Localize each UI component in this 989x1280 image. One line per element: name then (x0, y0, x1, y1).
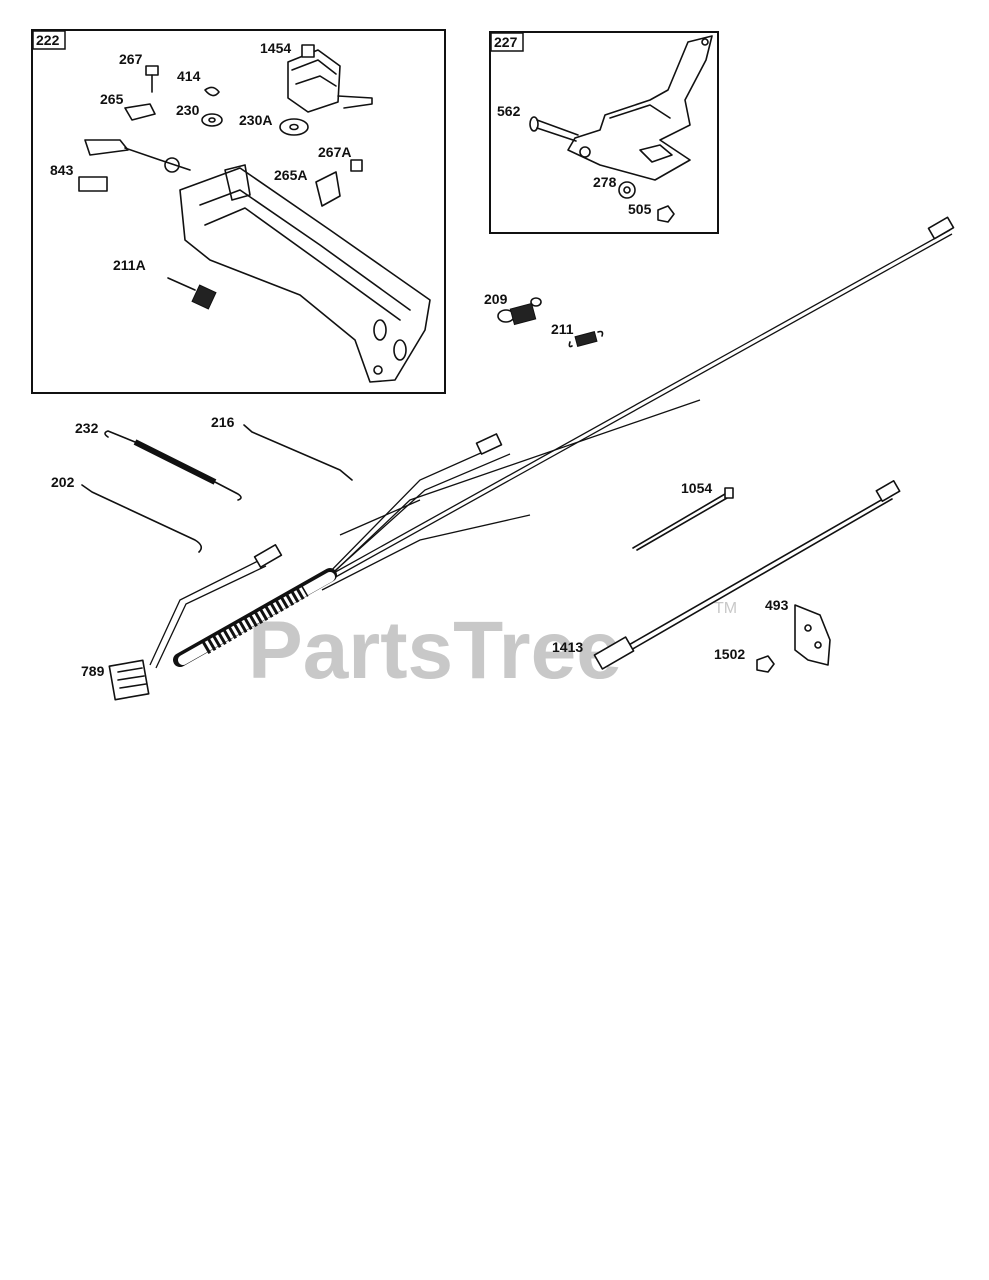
part-505-nut (657, 205, 675, 223)
callout-265A: 265A (274, 167, 307, 183)
callout-505: 505 (628, 201, 652, 217)
callout-267A: 267A (318, 144, 351, 160)
part-278-washer (618, 181, 636, 199)
part-control-bracket (84, 139, 431, 383)
callout-265: 265 (100, 91, 124, 107)
part-267-bolt (145, 65, 159, 93)
part-414-clip (204, 86, 220, 97)
assembly-box-222: 222 (31, 29, 446, 394)
callout-230A: 230A (239, 112, 272, 128)
part-1413-sensor-cable (593, 480, 901, 670)
part-265A-bracket (315, 171, 341, 207)
callout-414: 414 (177, 68, 201, 84)
part-1454-switch (287, 44, 373, 113)
part-843-decal (78, 176, 108, 192)
part-562-pin (529, 116, 579, 142)
part-230A-washer (279, 118, 309, 136)
callout-209: 209 (484, 291, 508, 307)
callout-230: 230 (176, 102, 200, 118)
callout-789: 789 (81, 663, 105, 679)
part-211-spring (568, 330, 604, 348)
box-label-227: 227 (494, 34, 518, 50)
callout-211: 211 (551, 321, 574, 337)
callout-1413: 1413 (552, 639, 583, 655)
part-227-bracket (567, 35, 713, 181)
callout-1054: 1054 (681, 480, 712, 496)
callout-1454: 1454 (260, 40, 291, 56)
callout-232: 232 (75, 420, 99, 436)
callout-1502: 1502 (714, 646, 745, 662)
callout-216: 216 (211, 414, 235, 430)
part-230-washer (201, 113, 223, 127)
part-789-wiring-harness (108, 216, 955, 701)
part-1054-cable-tie (632, 487, 734, 551)
watermark-trademark: TM (714, 600, 737, 617)
callout-493: 493 (765, 597, 789, 613)
part-232-spring-rod (104, 430, 242, 501)
callout-202: 202 (51, 474, 75, 490)
callout-278: 278 (593, 174, 617, 190)
part-202-rod (81, 484, 203, 553)
part-265-clip (124, 103, 156, 121)
callout-211A: 211A (113, 257, 146, 273)
part-211A-spring (167, 277, 217, 310)
part-209-spring (497, 297, 542, 326)
callout-843: 843 (50, 162, 74, 178)
assembly-box-227: 227 (489, 31, 719, 234)
callout-267: 267 (119, 51, 143, 67)
box-label-222: 222 (36, 32, 60, 48)
part-493-bracket (794, 604, 831, 666)
part-216-rod (243, 424, 353, 481)
part-267A-nut (350, 159, 363, 172)
watermark-text: PartsTree (248, 605, 622, 696)
callout-562: 562 (497, 103, 521, 119)
part-1502-screw (756, 655, 775, 673)
